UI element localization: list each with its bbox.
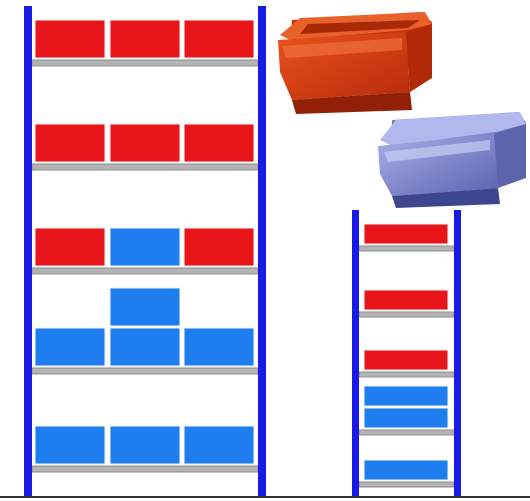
red-bin <box>184 20 254 58</box>
blue-bin <box>184 328 254 366</box>
red-bin <box>184 228 254 266</box>
large-rack-right-upright <box>258 6 266 498</box>
large-rack-left-upright <box>24 6 32 498</box>
small-rack-shelf <box>359 430 454 435</box>
blue-bin <box>110 426 180 464</box>
small-rack-shelf <box>359 246 454 251</box>
large-rack-shelf <box>32 164 258 170</box>
red-bin <box>35 124 105 162</box>
blue-bin <box>184 426 254 464</box>
red-bin <box>184 124 254 162</box>
red-bin <box>364 350 448 370</box>
small-rack-right-upright <box>454 210 461 498</box>
blue-bin <box>364 386 448 406</box>
large-rack-shelf <box>32 368 258 374</box>
blue-bin <box>35 328 105 366</box>
blue-bin <box>110 228 180 266</box>
small-rack-shelf <box>359 372 454 377</box>
red-bin <box>35 20 105 58</box>
small-rack-left-upright <box>352 210 359 498</box>
large-rack-shelf <box>32 268 258 274</box>
red-bin <box>110 124 180 162</box>
blue-bin-stacked <box>110 288 180 326</box>
red-bin <box>364 290 448 310</box>
blue-bin <box>110 328 180 366</box>
red-bin <box>110 20 180 58</box>
blue-storage-bin-photo <box>378 112 526 208</box>
blue-bin <box>364 460 448 480</box>
large-rack-shelf <box>32 466 258 472</box>
red-storage-bin-photo <box>278 12 432 114</box>
floor-line <box>0 496 530 498</box>
large-shelving-rack <box>24 6 266 498</box>
large-rack-shelf <box>32 60 258 66</box>
red-bin <box>364 224 448 244</box>
blue-bin <box>364 408 448 428</box>
small-rack-shelf <box>359 312 454 317</box>
blue-bin <box>35 426 105 464</box>
red-bin <box>35 228 105 266</box>
small-rack-shelf <box>359 482 454 487</box>
small-shelving-rack <box>352 210 461 498</box>
